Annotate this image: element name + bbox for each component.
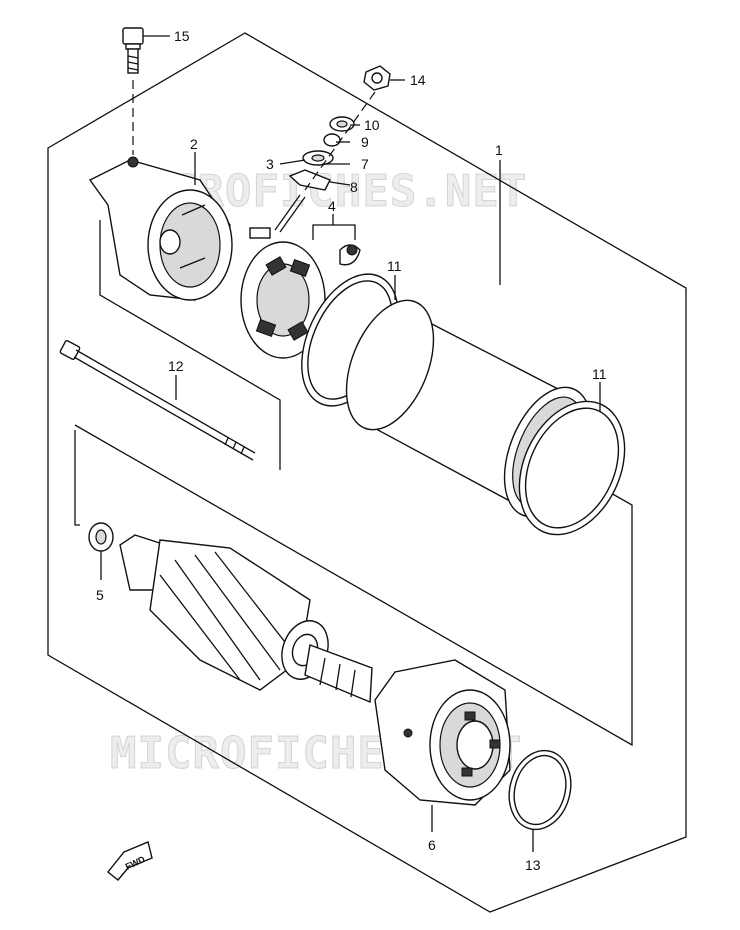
o-ring-11-lower bbox=[518, 400, 626, 536]
o-ring-13 bbox=[508, 749, 572, 831]
callout-6: 6 bbox=[428, 837, 436, 853]
callout-3: 3 bbox=[266, 156, 274, 172]
callout-4: 4 bbox=[328, 198, 336, 214]
callouts: 1 2 3 4 5 6 7 8 9 10 11 11 12 13 14 15 bbox=[96, 28, 607, 873]
callout-13: 13 bbox=[525, 857, 541, 873]
washer-5 bbox=[88, 522, 114, 552]
callout-15: 15 bbox=[174, 28, 190, 44]
arrow-left-down-icon bbox=[107, 841, 153, 881]
fwd-direction-marker: FWD bbox=[107, 841, 153, 881]
callout-1: 1 bbox=[495, 142, 503, 158]
callout-14: 14 bbox=[410, 72, 426, 88]
end-cap-2 bbox=[88, 156, 233, 301]
armature-group-bracket bbox=[74, 430, 80, 526]
callout-12: 12 bbox=[168, 358, 184, 374]
callout-11-lower: 11 bbox=[592, 366, 607, 382]
leader-lines bbox=[100, 35, 601, 852]
callout-8: 8 bbox=[350, 179, 358, 195]
bolt-15 bbox=[122, 27, 144, 155]
end-cap-group-bracket bbox=[99, 220, 281, 470]
callout-11-upper: 11 bbox=[387, 258, 402, 274]
callout-5: 5 bbox=[96, 587, 104, 603]
assembly-frame bbox=[47, 32, 687, 913]
front-cover-6 bbox=[374, 659, 511, 806]
callout-9: 9 bbox=[361, 134, 369, 150]
callout-2: 2 bbox=[190, 136, 198, 152]
armature bbox=[119, 534, 373, 704]
terminal-hardware-stack bbox=[288, 65, 391, 191]
callout-7: 7 bbox=[361, 156, 369, 172]
callout-10: 10 bbox=[364, 117, 380, 133]
through-bolt-12 bbox=[59, 340, 256, 461]
